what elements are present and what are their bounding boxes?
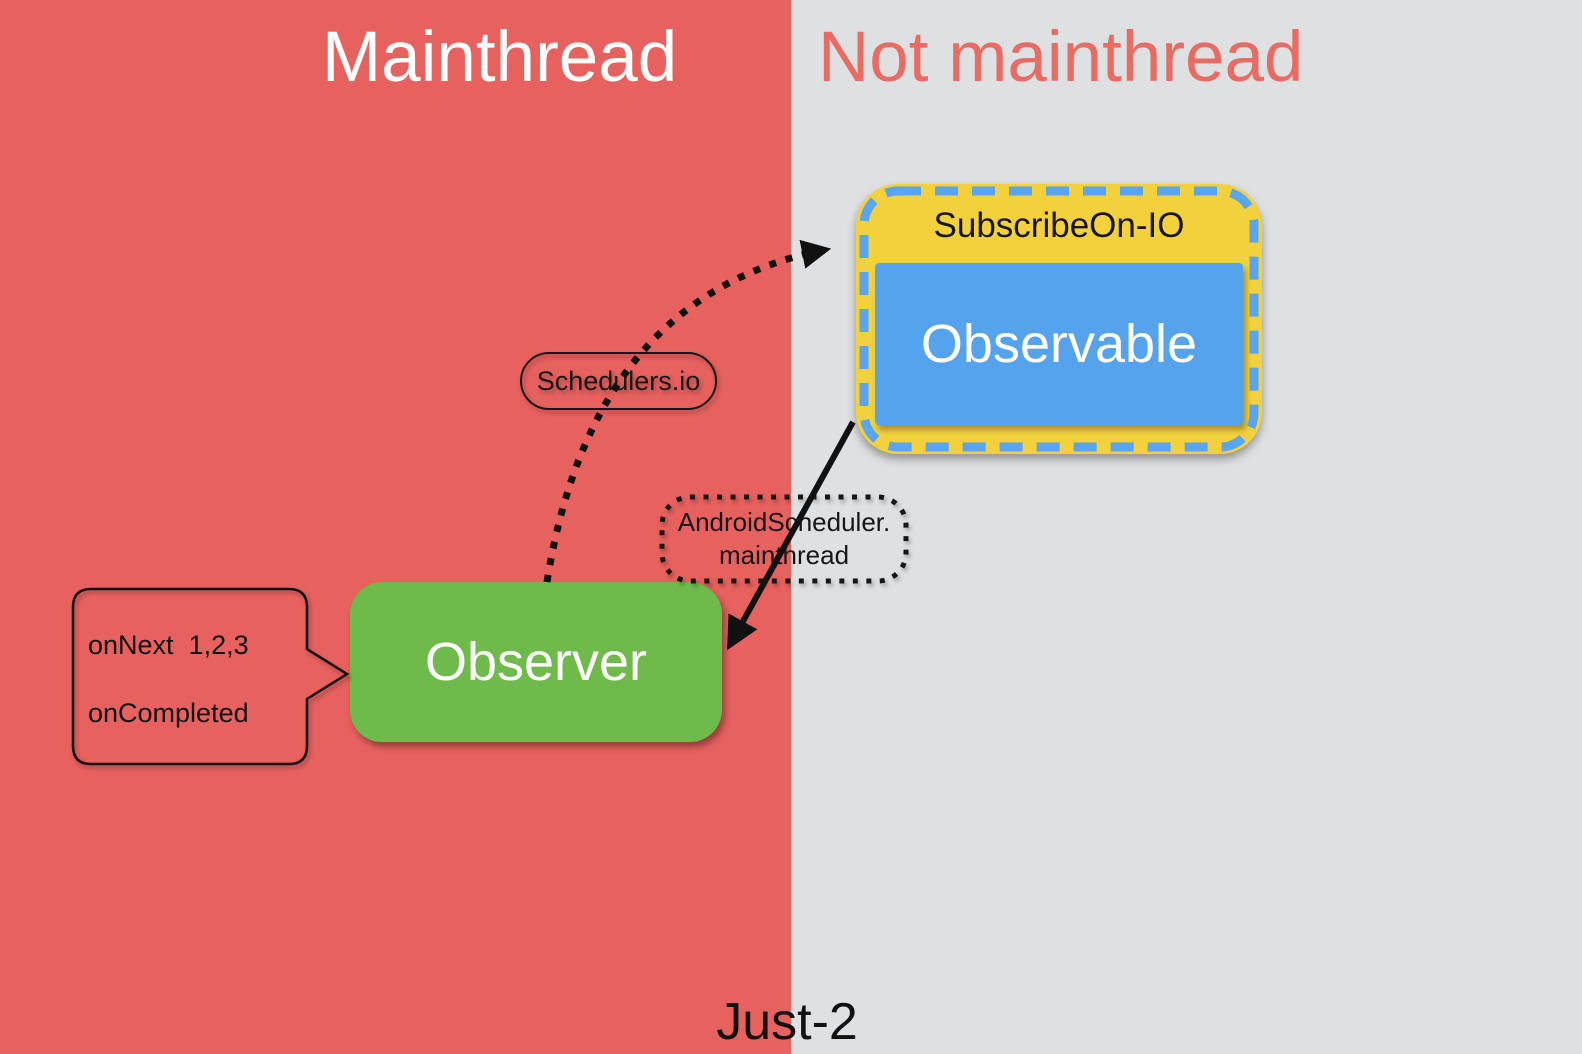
- schedulers-io-label: Schedulers.io: [520, 352, 717, 410]
- not-mainthread-title: Not mainthread: [818, 18, 1304, 97]
- callout-line-2: onCompleted: [88, 698, 249, 728]
- caption-just-2: Just-2: [716, 993, 858, 1051]
- observable-label: Observable: [920, 314, 1198, 374]
- android-scheduler-line2: mainthread: [718, 540, 850, 570]
- schedulers-io-label-text: Schedulers.io: [536, 365, 701, 396]
- mainthread-title: Mainthread: [322, 18, 678, 97]
- subscribeon-io-header: SubscribeOn-IO: [933, 206, 1185, 245]
- not-mainthread-region: [791, 0, 1582, 1054]
- android-scheduler-line1: AndroidScheduler.: [677, 507, 891, 537]
- callout-line-1: onNext 1,2,3: [88, 630, 249, 660]
- observable-box: Observable: [875, 263, 1243, 425]
- android-scheduler-label: AndroidScheduler. mainthread: [660, 495, 908, 583]
- observer-label: Observer: [424, 632, 648, 692]
- observer-box: Observer: [350, 582, 722, 742]
